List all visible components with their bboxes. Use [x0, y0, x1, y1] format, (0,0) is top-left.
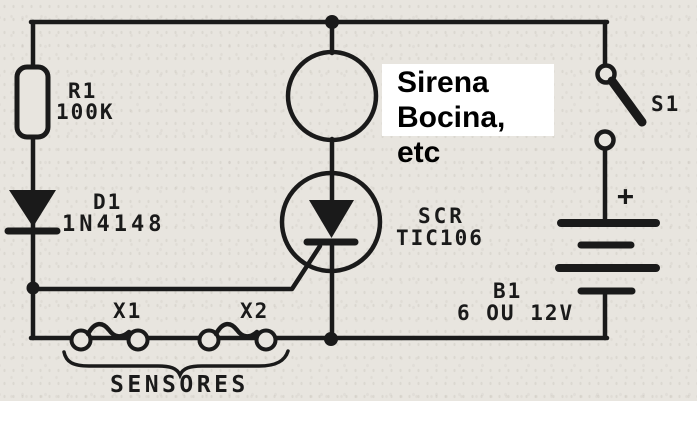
diode-value-label: 1N4148	[62, 212, 166, 237]
switch-terminal-bottom	[594, 129, 616, 151]
sensor2-ref-label: X2	[240, 299, 270, 323]
sensor1-terminal-right	[126, 328, 150, 352]
sensors-caption-label: SENSORES	[110, 372, 249, 398]
scr-symbol	[279, 170, 383, 274]
battery-ref-label: B1	[493, 279, 523, 303]
switch-ref-label: S1	[651, 92, 681, 116]
sensor-symbols	[69, 321, 278, 352]
diode-ref-label: D1	[93, 190, 123, 214]
scr-value-label: TIC106	[396, 226, 484, 250]
battery-plus-sign: +	[617, 179, 634, 212]
sensor2-terminal-right	[254, 328, 278, 352]
junction-top	[325, 15, 339, 29]
scr-ref-label: SCR	[418, 204, 465, 228]
sensor1-ref-label: X1	[113, 299, 143, 323]
sensor2-terminal-left	[197, 328, 221, 352]
siren-annotation-line2: Bocina, etc	[397, 101, 506, 169]
battery-symbol	[555, 219, 660, 295]
sensor2-blade	[213, 321, 260, 339]
resistor-symbol	[14, 64, 51, 140]
junction-dots	[26, 15, 339, 346]
sensor1-terminal-left	[69, 328, 93, 352]
wire-scr-gate	[31, 243, 323, 292]
sensor1-blade	[85, 321, 132, 339]
siren-annotation-line1: Sirena	[397, 66, 489, 99]
diode-symbol	[4, 190, 61, 235]
siren-annotation: Sirena Bocina, etc	[382, 64, 554, 169]
scr-triangle	[309, 200, 354, 238]
junction-bottom	[324, 332, 338, 346]
scan-margin	[0, 401, 697, 421]
resistor-body	[14, 64, 51, 140]
siren-symbol	[285, 49, 379, 143]
resistor-ref-label: R1	[68, 79, 98, 103]
resistor-value-label: 100K	[56, 100, 115, 124]
switch-blade	[607, 76, 647, 127]
siren-circle	[285, 49, 379, 143]
battery-value-label: 6 OU 12V	[457, 301, 575, 325]
scr-circle	[279, 170, 383, 274]
junction-gate	[26, 281, 40, 295]
diode-triangle	[9, 190, 56, 227]
sensors-brace	[62, 349, 290, 380]
switch-symbol	[594, 63, 647, 151]
